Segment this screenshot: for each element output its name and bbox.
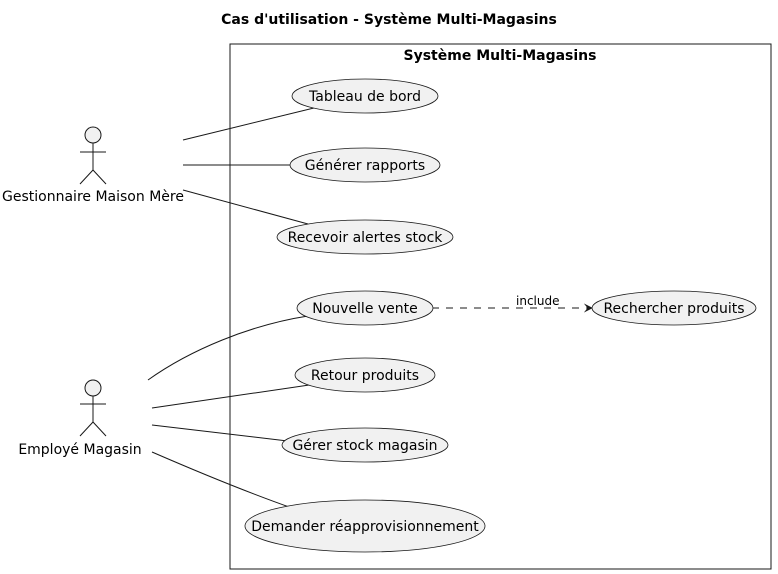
actor-employe[interactable]: Employé Magasin [18, 379, 142, 458]
assoc-gestionnaire-alertes [182, 189, 309, 225]
use-case-label: Tableau de bord [308, 89, 421, 105]
assoc-employe-vente [147, 315, 309, 381]
assoc-gestionnaire-tableau [182, 106, 319, 141]
assoc-employe-reappro [151, 451, 293, 509]
include-label: include [516, 294, 559, 308]
system-title: Système Multi-Magasins [404, 48, 597, 64]
assoc-employe-retour [151, 383, 317, 409]
use-case-label: Recevoir alertes stock [288, 230, 444, 246]
use-case-label: Retour produits [311, 368, 419, 384]
use-case-label: Gérer stock magasin [292, 438, 437, 454]
assoc-employe-stock [151, 424, 297, 443]
actor-gestionnaire[interactable]: Gestionnaire Maison Mère [2, 126, 184, 205]
diagram-title: Cas d'utilisation - Système Multi-Magasi… [221, 12, 557, 28]
use-case-label: Générer rapports [305, 158, 425, 174]
use-case-label: Nouvelle vente [312, 301, 418, 317]
stick-figure-icon [79, 379, 107, 437]
use-case-recevoir-alertes[interactable]: Recevoir alertes stock [276, 219, 454, 255]
actor-label: Employé Magasin [18, 442, 141, 458]
use-case-demander-reappro[interactable]: Demander réapprovisionnement [244, 499, 486, 553]
use-case-tableau-de-bord[interactable]: Tableau de bord [291, 78, 439, 114]
use-case-nouvelle-vente[interactable]: Nouvelle vente [296, 290, 434, 326]
use-case-generer-rapports[interactable]: Générer rapports [289, 147, 441, 183]
use-case-label: Rechercher produits [603, 301, 744, 317]
use-case-label: Demander réapprovisionnement [251, 519, 479, 535]
use-case-retour-produits[interactable]: Retour produits [294, 357, 436, 393]
stick-figure-icon [79, 126, 107, 185]
actor-label: Gestionnaire Maison Mère [2, 189, 184, 205]
use-case-gerer-stock[interactable]: Gérer stock magasin [281, 427, 449, 463]
use-case-rechercher-produits[interactable]: Rechercher produits [591, 290, 757, 326]
